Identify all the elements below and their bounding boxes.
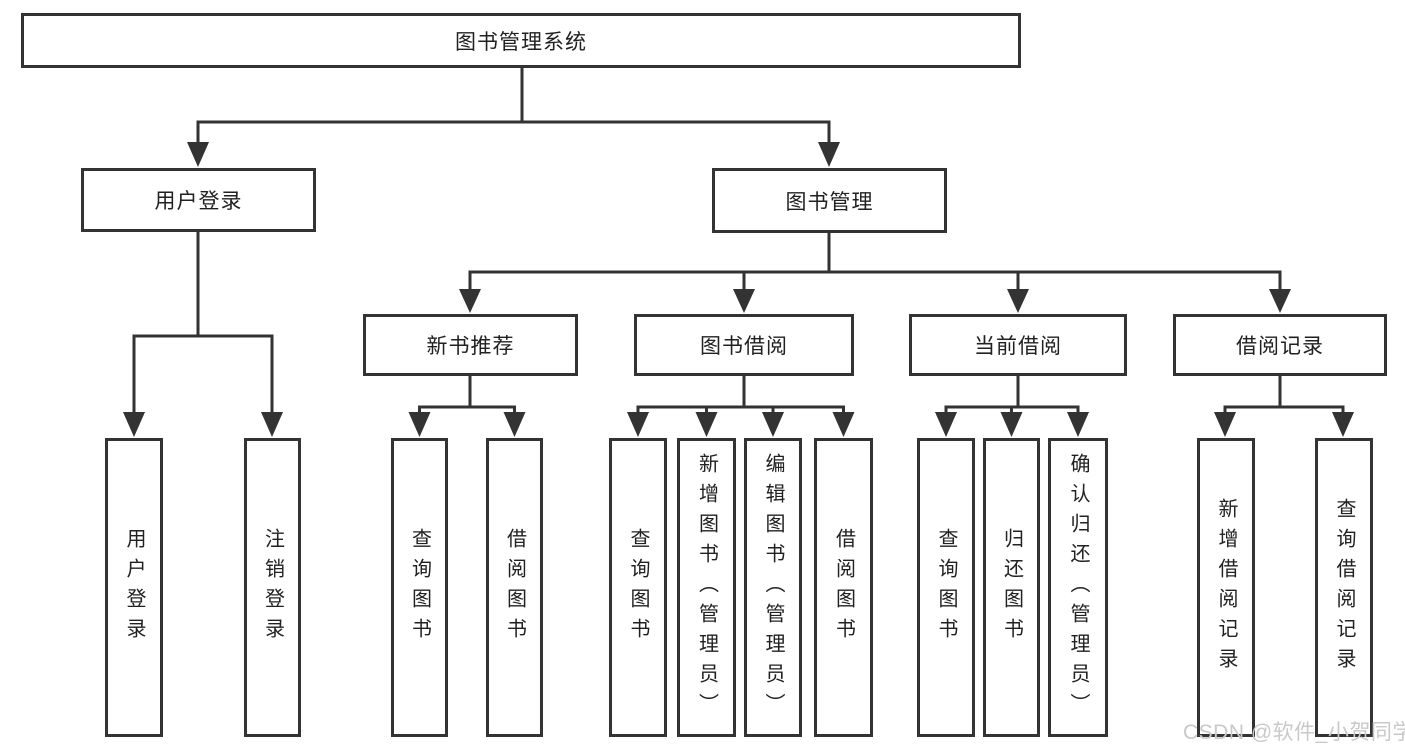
node-borrowing-records-label: 借阅记录 [1236,335,1324,358]
leaf-borrow-books-borrowing-label: 借阅图书 [832,527,855,648]
leaf-query-books-recommend-label: 查询图书 [408,527,431,648]
node-book-management: 图书管理 [712,168,947,233]
leaf-borrow-books-recommend: 借阅图书 [486,438,543,737]
leaf-borrow-books-recommend-label: 借阅图书 [503,527,526,648]
node-root-label: 图书管理系统 [455,30,587,54]
leaf-edit-books-admin: 编辑图书（管理员） [744,438,802,737]
node-current-borrowing: 当前借阅 [909,314,1127,376]
leaf-add-borrow-record-label: 新增借阅记录 [1215,497,1237,678]
node-new-book-recommendation: 新书推荐 [363,314,578,376]
leaf-return-books: 归还图书 [983,438,1040,737]
csdn-watermark: CSDN @软件_小贺同学 [1183,721,1405,744]
leaf-query-books-current-label: 查询图书 [935,527,957,648]
leaf-add-borrow-record: 新增借阅记录 [1197,438,1255,737]
leaf-borrow-books-borrowing: 借阅图书 [814,438,873,737]
leaf-add-books-admin: 新增图书（管理员） [677,438,736,737]
node-current-borrowing-label: 当前借阅 [974,335,1062,358]
node-new-book-recommendation-label: 新书推荐 [426,335,515,358]
leaf-logout-label: 注销登录 [261,527,284,648]
leaf-confirm-return-admin: 确认归还（管理员） [1048,438,1108,737]
leaf-query-books-borrowing: 查询图书 [609,438,667,737]
leaf-query-borrow-record: 查询借阅记录 [1315,438,1373,737]
node-book-borrowing: 图书借阅 [634,314,854,376]
arrowhead-icons [123,142,1354,437]
leaf-user-login: 用户登录 [105,438,163,737]
leaf-query-borrow-record-label: 查询借阅记录 [1333,497,1355,678]
leaf-user-login-label: 用户登录 [123,527,145,648]
node-user-login-label: 用户登录 [154,190,243,213]
leaf-confirm-return-admin-label: 确认归还（管理员） [1067,452,1089,723]
leaf-edit-books-admin-label: 编辑图书（管理员） [762,452,784,723]
node-root: 图书管理系统 [21,13,1021,68]
leaf-return-books-label: 归还图书 [1000,527,1023,648]
node-book-management-label: 图书管理 [785,190,874,214]
node-user-login: 用户登录 [81,168,316,232]
leaf-query-books-current: 查询图书 [917,438,975,737]
leaf-add-books-admin-label: 新增图书（管理员） [695,452,718,723]
leaf-query-books-borrowing-label: 查询图书 [627,527,649,648]
leaf-logout: 注销登录 [244,438,301,737]
leaf-query-books-recommend: 查询图书 [391,438,448,737]
node-borrowing-records: 借阅记录 [1173,314,1387,376]
node-book-borrowing-label: 图书借阅 [700,335,788,358]
